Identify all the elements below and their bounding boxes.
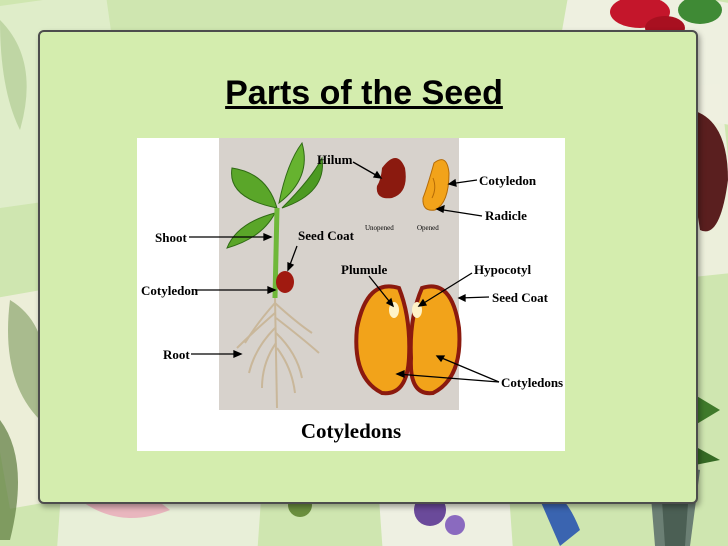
- label-cotyledons: Cotyledons: [501, 375, 564, 390]
- label-seed-coat-split: Seed Coat: [492, 290, 548, 305]
- seedling-illustration: [226, 141, 323, 409]
- opened-seed: [422, 159, 450, 211]
- label-arrows: [189, 161, 500, 383]
- label-cotyledon-top: Cotyledon: [479, 173, 537, 188]
- label-opened: Opened: [417, 224, 439, 232]
- label-root: Root: [163, 347, 190, 362]
- label-unopened: Unopened: [365, 224, 394, 232]
- unopened-seed: [376, 158, 406, 199]
- seed-diagram: Hilum Unopened Opened Cotyledon Radicle …: [137, 138, 565, 451]
- page-title: Parts of the Seed: [225, 74, 503, 112]
- label-seed-coat-plant: Seed Coat: [298, 228, 354, 243]
- diagram-caption: Cotyledons: [300, 419, 402, 443]
- label-radicle: Radicle: [485, 208, 527, 223]
- label-hypocotyl: Hypocotyl: [474, 262, 532, 277]
- diagram-artwork: [189, 141, 500, 409]
- label-shoot: Shoot: [155, 230, 187, 245]
- label-plumule: Plumule: [341, 262, 388, 277]
- label-hilum: Hilum: [317, 152, 353, 167]
- label-cotyledon-plant: Cotyledon: [141, 283, 199, 298]
